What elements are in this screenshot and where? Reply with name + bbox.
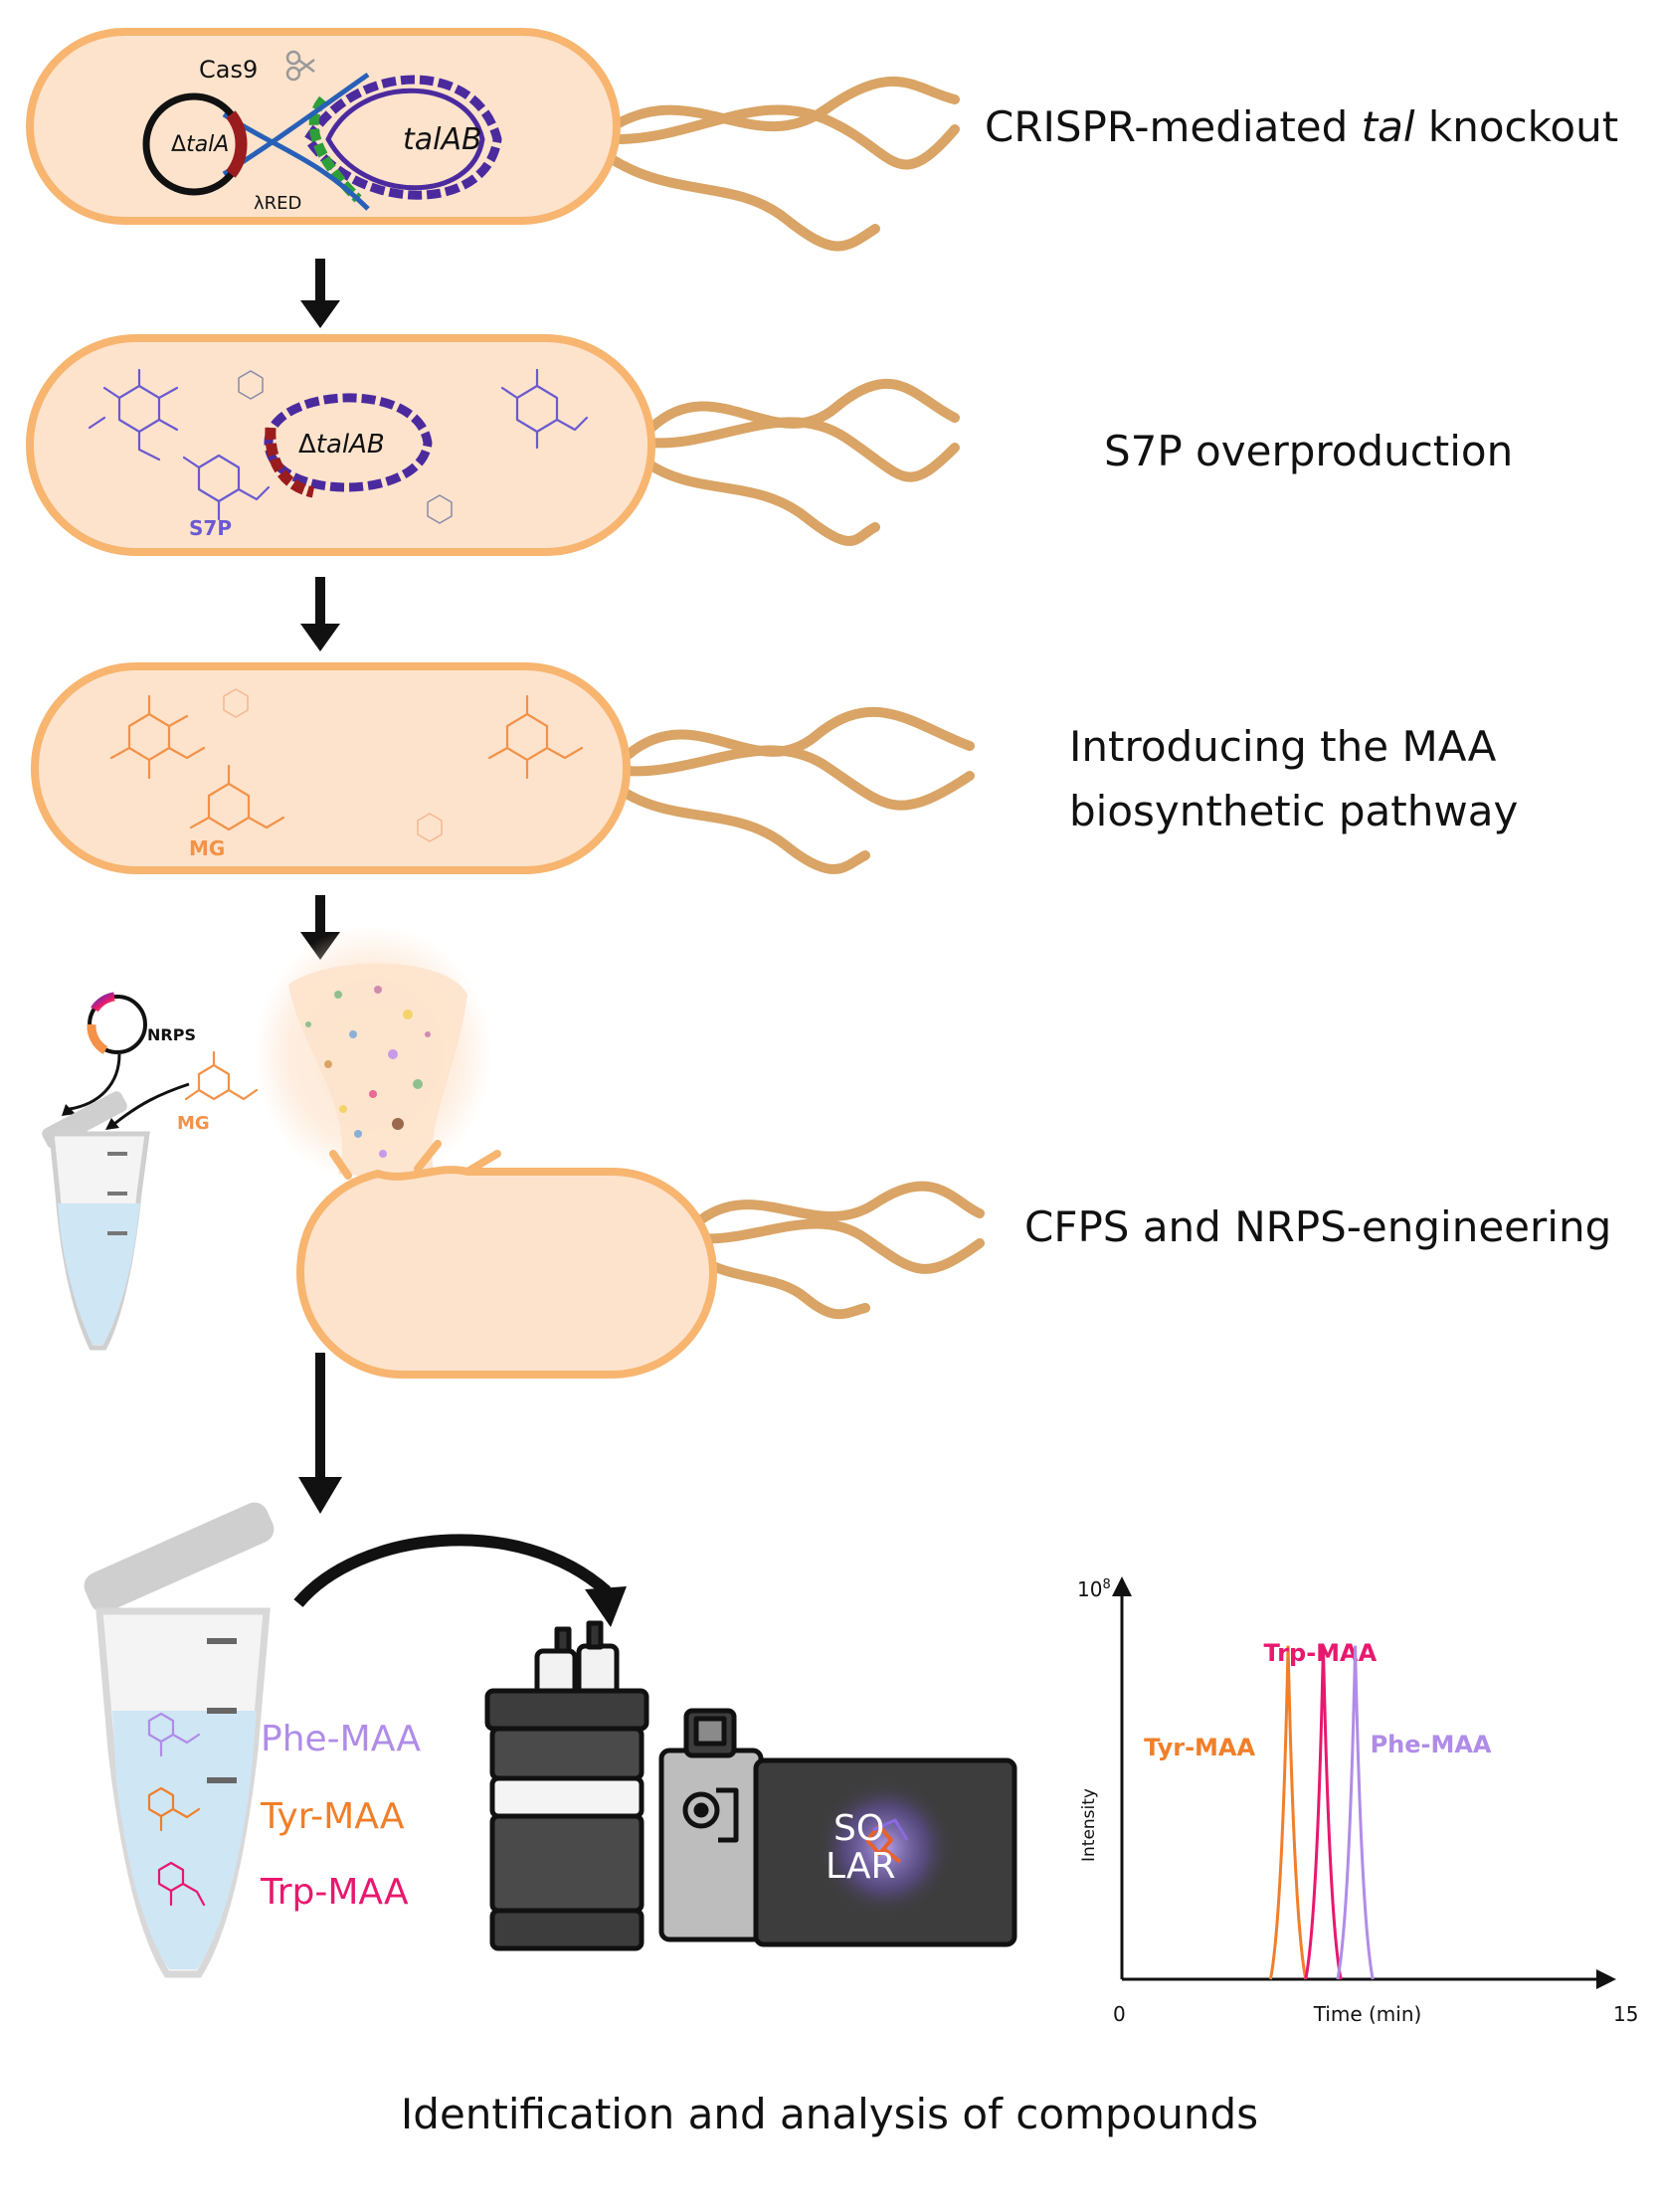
s7p-label: S7P [189, 516, 232, 540]
tube-label-tyr: Tyr-MAA [260, 1796, 405, 1837]
chromatogram-chart: 108 Intensity 0 15 Time (min) Tyr-MAA Trp… [1077, 1576, 1638, 2026]
x-tick-0: 0 [1113, 2002, 1126, 2026]
lysate-burst [254, 925, 492, 1184]
y-axis-label: Intensity [1079, 1788, 1099, 1862]
s7p-molecule-icon [88, 368, 589, 524]
cell-body-4 [295, 1166, 717, 1380]
step-label-4: CFPS and NRPS-engineering [1024, 1202, 1611, 1251]
peak-phe-maa [1336, 1645, 1375, 1980]
cell-s7p: ΔtalAB S7P [26, 334, 960, 556]
cell-lysed [295, 1140, 985, 1380]
cas9-label: Cas9 [199, 56, 258, 84]
mg-label: MG [189, 836, 225, 860]
tube-product-labels: Phe-MAA Tyr-MAA Trp-MAA [260, 1719, 421, 1913]
mg-label-cfps: MG [177, 1113, 210, 1134]
nrps-label: NRPS [147, 1025, 196, 1044]
x-tick-15: 15 [1613, 2002, 1638, 2026]
lcms-instrument: SO LAR [484, 1620, 1017, 1951]
lambda-red-label: λRED [254, 193, 301, 214]
peak-label-trp-maa: Trp-MAA [1263, 1639, 1377, 1667]
arrow-down-4 [298, 1353, 342, 1514]
y-axis-arrowhead-icon [1112, 1576, 1132, 1596]
step-label-3-line1: Introducing the MAA [1069, 722, 1497, 771]
plasmid-delta-talAB [264, 393, 433, 492]
plasmid-label-2: ΔtalAB [298, 430, 385, 460]
cell-crispr: ΔtalA talAB Cas9 λRED [26, 28, 960, 252]
scissors-icon [285, 50, 315, 82]
nrps-plasmid: NRPS [62, 992, 196, 1130]
tube-label-phe: Phe-MAA [261, 1719, 421, 1759]
step-label-2: S7P overproduction [1104, 427, 1513, 475]
step-label-3-line2: biosynthetic pathway [1069, 787, 1518, 835]
step-label-1: CRISPR-mediated tal knockout [985, 102, 1618, 151]
x-axis-label: Time (min) [1313, 2002, 1422, 2026]
lysate-particles [305, 986, 431, 1158]
tube-cfps-icon [42, 1091, 150, 1351]
y-max-label: 108 [1077, 1577, 1111, 1601]
peak-trp-maa [1304, 1645, 1343, 1980]
x-axis-arrowhead-icon [1596, 1969, 1616, 1989]
peak-label-phe-maa: Phe-MAA [1371, 1731, 1492, 1758]
arrow-down-1 [300, 259, 340, 328]
cell-body-2 [26, 334, 655, 556]
tube-label-trp: Trp-MAA [260, 1872, 409, 1913]
arrow-down-2 [300, 577, 340, 651]
logo-line2: LAR [826, 1846, 896, 1887]
plasmid-label-1: ΔtalA [171, 132, 229, 157]
mg-molecule-small-icon [184, 1050, 259, 1101]
cell-mg: MG [31, 662, 975, 874]
genome-talAB [302, 75, 502, 200]
genome-label-1: talAB [403, 122, 482, 157]
logo-line1: SO [833, 1808, 884, 1849]
flagella-1 [607, 77, 960, 252]
mg-molecule-icon [109, 688, 584, 842]
peak-tyr-maa [1268, 1645, 1308, 1980]
curved-arrow [293, 1534, 627, 1627]
product-tube [84, 1502, 275, 1978]
peak-label-tyr-maa: Tyr-MAA [1144, 1734, 1255, 1761]
caption: Identification and analysis of compounds [401, 2090, 1258, 2138]
chromatogram-peaks: Tyr-MAA Trp-MAA Phe-MAA [1144, 1639, 1492, 1980]
cell-body-3 [31, 662, 631, 874]
